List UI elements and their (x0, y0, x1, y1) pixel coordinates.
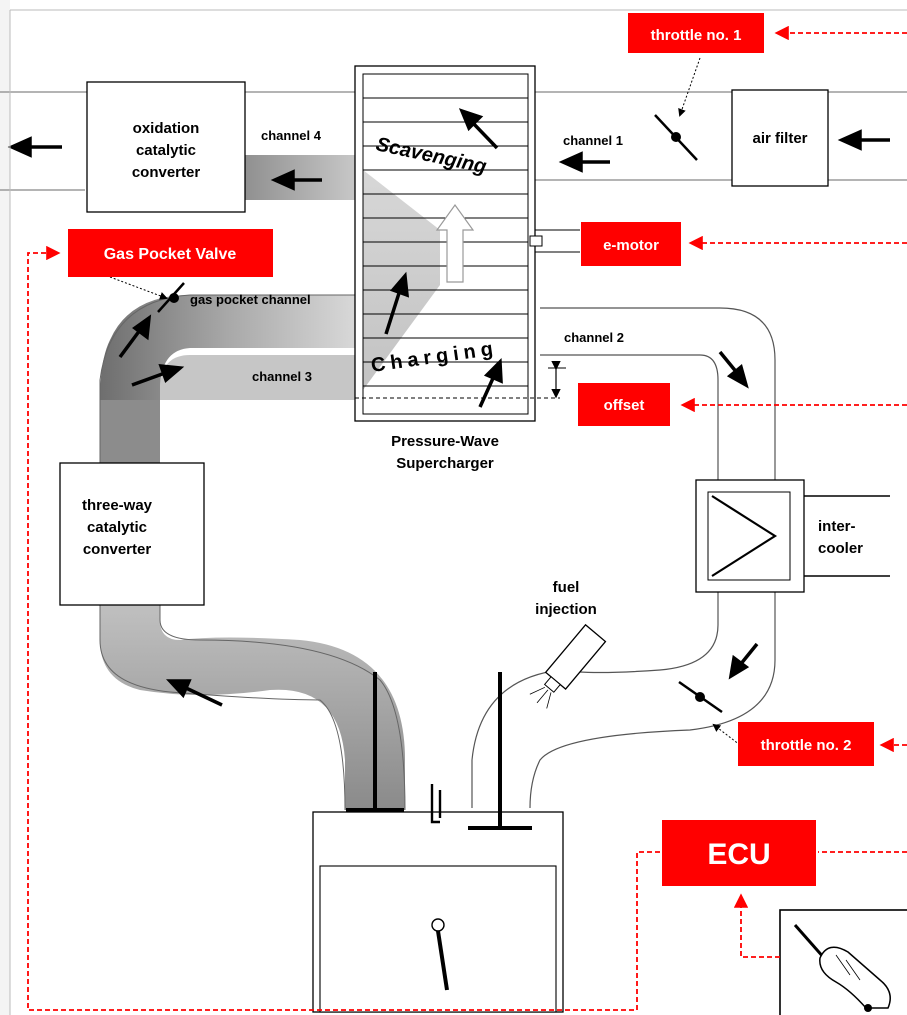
ecu-badge (662, 820, 816, 886)
throttle2-valve (678, 680, 723, 714)
fuel-injection-label-2: injection (535, 601, 597, 618)
pws-cell-walls (363, 97, 528, 387)
exhaust-lower-outer-wall (99, 605, 346, 811)
connecting-rod (436, 930, 449, 991)
offset-label: offset (604, 397, 645, 414)
gas-pocket-valve-badge (68, 229, 273, 277)
channel2-inner-wall (540, 354, 719, 480)
fuel-injection-label-1: fuel (553, 579, 580, 596)
flow-arrow-channel2 (718, 350, 749, 389)
fuel-injector (529, 623, 607, 709)
flow-arrow-channel1 (558, 151, 610, 173)
flow-arrow-scavenging (458, 108, 499, 150)
flow-arrow-intake-runner (728, 642, 759, 680)
air-filter-label: air filter (752, 130, 807, 147)
signal-gas-pocket-valve (27, 245, 660, 1011)
left-margin-band (0, 0, 10, 1015)
flow-arrow-channel3 (131, 363, 185, 387)
ecu-signal-lines (27, 25, 907, 1011)
throttle2-leader (712, 723, 741, 746)
throttle1-leader (678, 57, 701, 117)
intake-runner-inner (471, 592, 719, 808)
oxidation-catalyst-box (86, 81, 246, 213)
flow-arrow-charging-left (384, 271, 410, 335)
flow-arrows (7, 108, 890, 707)
intake-runner-outer (529, 592, 776, 809)
pws-transfer-arrow (435, 203, 475, 283)
throttle1-valve (654, 114, 698, 161)
flow-arrow-intake (837, 129, 890, 151)
gas-pocket-channel-duct (100, 295, 355, 465)
flow-arrow-exit-left (7, 136, 62, 158)
pws-rotor-cells (362, 73, 529, 415)
gas-pocket-valve-leader (109, 276, 168, 300)
gas-pocket-channel-label: gas pocket channel (190, 292, 311, 307)
intercooler-box (695, 479, 805, 593)
air-filter-box (731, 89, 829, 187)
channel2-label: channel 2 (564, 330, 624, 345)
intercooler-core (707, 491, 791, 581)
exhaust-vertical-duct (100, 400, 160, 465)
signal-pedal-to-ecu (733, 893, 780, 958)
channel4-duct (245, 155, 357, 200)
throttle1-label: throttle no. 1 (651, 27, 742, 44)
flow-arrow-exhaust-manifold (165, 679, 223, 707)
three-way-catalyst-label-1: three-way (82, 497, 153, 514)
intercooler-label-2: cooler (818, 540, 863, 557)
offset-badge (578, 383, 670, 426)
flow-arrow-gas-pocket (118, 314, 152, 359)
channel1-label: channel 1 (563, 133, 623, 148)
channel3-duct (160, 355, 355, 400)
piston-pin (431, 918, 445, 932)
oxidation-catalyst-label-1: oxidation (133, 120, 200, 137)
e-motor-label: e-motor (603, 237, 659, 254)
exhaust-manifold-duct (100, 605, 405, 810)
channel3-label: channel 3 (252, 369, 312, 384)
three-way-catalyst-label-3: converter (83, 541, 152, 558)
exhaust-lower-inner-wall (159, 605, 406, 811)
intercooler-coil (711, 495, 778, 577)
exhaust-outer-wall (99, 294, 355, 465)
throttle2-label: throttle no. 2 (761, 737, 852, 754)
gas-pocket-valve (157, 282, 185, 313)
flow-arrow-charging-right (478, 357, 503, 408)
three-way-catalyst-label-2: catalytic (87, 519, 147, 536)
pws-caption-1: Pressure-Wave (391, 433, 499, 450)
three-way-catalyst-box (59, 462, 205, 606)
oxidation-catalyst-label-2: catalytic (136, 142, 196, 159)
channel4-label: channel 4 (261, 128, 322, 143)
accelerator-pedal-icon (793, 924, 891, 1012)
oxidation-catalyst-label-3: converter (132, 164, 201, 181)
e-motor-badge (581, 222, 681, 266)
channel2-outer-wall (540, 307, 776, 480)
flow-arrow-channel4 (270, 169, 322, 191)
gas-pocket-valve-label: Gas Pocket Valve (104, 246, 237, 263)
throttle1-badge (628, 13, 764, 53)
e-motor-coupling (529, 235, 543, 247)
ecu-label: ECU (707, 838, 770, 871)
spark-plug (430, 784, 442, 824)
pws-caption-2: Supercharger (396, 455, 494, 472)
throttle2-badge (738, 722, 874, 766)
intercooler-label-1: inter- (818, 518, 856, 535)
